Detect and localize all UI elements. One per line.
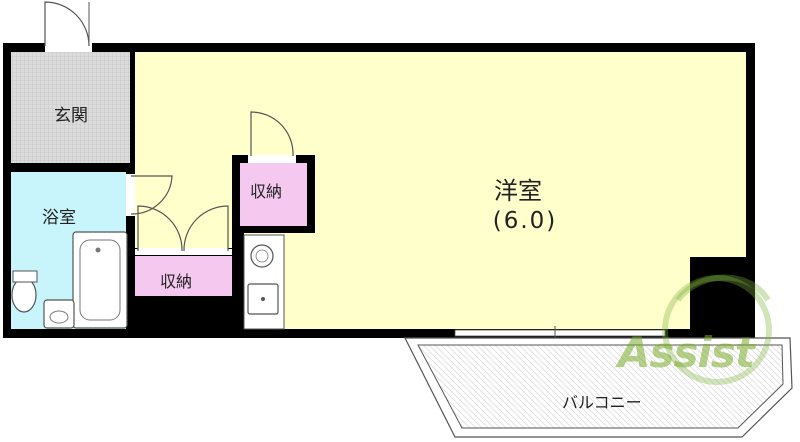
closet-upper-floor bbox=[240, 163, 307, 226]
kitchen-wall bbox=[232, 226, 244, 329]
washbasin-icon bbox=[43, 299, 75, 329]
western-room-label: 洋室 bbox=[494, 177, 542, 205]
entrance-door-swing bbox=[44, 1, 90, 47]
toilet-icon bbox=[11, 277, 37, 313]
balcony-label: バルコニー bbox=[562, 393, 642, 412]
closet-lower-door-swing-left bbox=[137, 205, 183, 252]
stove-icon bbox=[250, 244, 274, 268]
closet-upper-label: 収納 bbox=[250, 182, 283, 201]
entrance-label: 玄関 bbox=[54, 106, 88, 126]
closet-lower-floor bbox=[135, 256, 232, 296]
closet-upper-door-gap bbox=[248, 155, 296, 163]
closet-lower-door-gap bbox=[138, 248, 228, 254]
kitchen-counter bbox=[243, 234, 285, 330]
watermark-circle bbox=[662, 275, 772, 385]
closet-upper-door-swing bbox=[250, 111, 294, 157]
sink-icon bbox=[247, 283, 279, 315]
bath-door-gap bbox=[126, 174, 135, 216]
watermark-logo: Assist bbox=[618, 328, 755, 377]
balcony-inner bbox=[417, 344, 784, 429]
bathtub-icon bbox=[72, 231, 128, 329]
closet-lower-label: 収納 bbox=[160, 272, 193, 291]
balcony-window bbox=[454, 329, 666, 337]
inner-wall-horiz bbox=[11, 163, 135, 172]
bath-door-swing bbox=[130, 175, 173, 215]
pillar bbox=[690, 257, 746, 337]
entrance-floor bbox=[11, 52, 130, 163]
western-room-size: (6.0) bbox=[492, 208, 558, 234]
closet-lower-door-swing-right bbox=[183, 205, 229, 252]
bathroom-label: 浴室 bbox=[42, 208, 76, 228]
entrance-door-gap bbox=[45, 43, 92, 52]
inner-wall-vert bbox=[126, 163, 135, 329]
